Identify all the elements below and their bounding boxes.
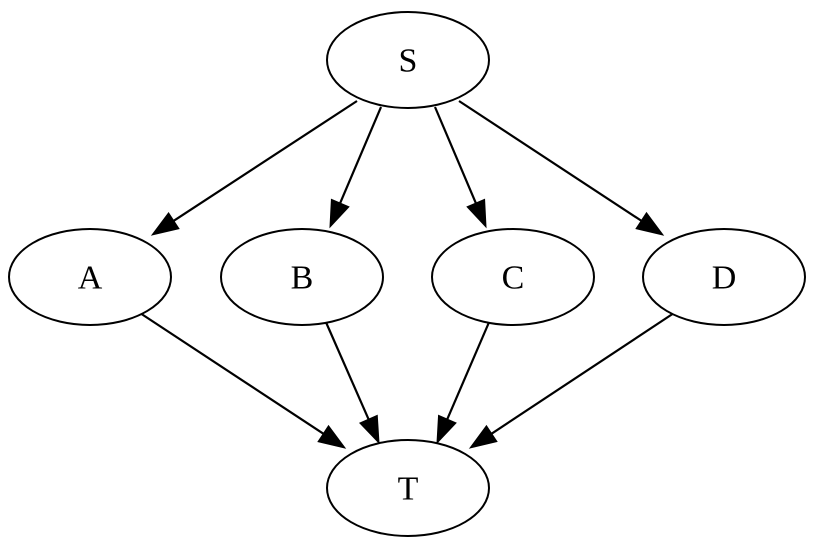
- graph-edge-c-t: [436, 319, 492, 445]
- arrowhead-icon: [329, 198, 350, 229]
- arrowhead-icon: [317, 424, 347, 449]
- edge-line: [139, 312, 327, 437]
- graph-node-s[interactable]: S: [326, 11, 490, 109]
- edge-line: [337, 106, 383, 207]
- node-ellipse-d[interactable]: [642, 228, 806, 326]
- graph-edge-s-a: [150, 100, 358, 236]
- arrowhead-icon: [468, 424, 498, 449]
- node-ellipse-b[interactable]: [220, 228, 384, 326]
- graph-node-c[interactable]: C: [431, 228, 595, 326]
- edge-line: [488, 312, 675, 437]
- edge-line: [433, 106, 479, 207]
- graph-edge-s-d: [458, 100, 665, 236]
- edge-line: [170, 100, 358, 224]
- arrowhead-icon: [358, 414, 380, 445]
- edge-line: [323, 319, 371, 423]
- node-ellipse-c[interactable]: [431, 228, 595, 326]
- edge-line: [458, 100, 645, 224]
- graph-node-t[interactable]: T: [326, 439, 490, 537]
- node-ellipse-s[interactable]: [326, 11, 490, 109]
- graph-node-b[interactable]: B: [220, 228, 384, 326]
- graph-edge-a-t: [139, 312, 347, 449]
- node-ellipse-a[interactable]: [8, 228, 172, 326]
- graph-edge-s-c: [433, 106, 487, 229]
- edge-line: [445, 319, 492, 423]
- graph-edge-s-b: [329, 106, 383, 229]
- graph-edge-b-t: [323, 319, 380, 445]
- graph-node-d[interactable]: D: [642, 228, 806, 326]
- node-ellipse-t[interactable]: [326, 439, 490, 537]
- graph-node-a[interactable]: A: [8, 228, 172, 326]
- arrowhead-icon: [466, 198, 487, 229]
- graph-edge-d-t: [468, 312, 675, 449]
- arrowhead-icon: [150, 211, 180, 236]
- arrowhead-icon: [436, 414, 457, 445]
- arrowhead-icon: [635, 211, 665, 236]
- edges-layer: [139, 100, 675, 449]
